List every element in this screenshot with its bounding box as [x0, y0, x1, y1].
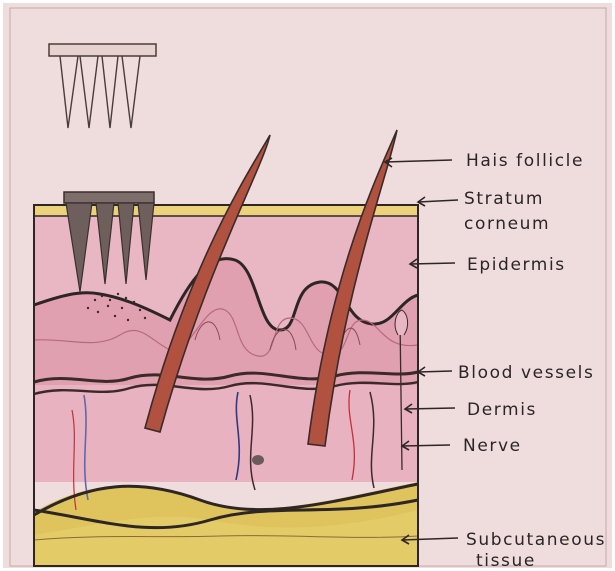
- dermis-layer: [34, 385, 418, 482]
- label-stratum-corneum-line2: corneum: [464, 214, 550, 234]
- label-hair-follicle: Hais follicle: [466, 151, 584, 171]
- label-subcutaneous-line1: Subcutaneous: [466, 530, 606, 550]
- label-blood-vessels: Blood vessels: [458, 363, 594, 383]
- label-epidermis: Epidermis: [467, 255, 566, 275]
- label-subcutaneous-line2: tissue: [476, 551, 536, 571]
- label-stratum-corneum-line1: Stratum: [464, 189, 544, 209]
- label-nerve: Nerve: [463, 436, 522, 456]
- label-dermis: Dermis: [467, 400, 537, 420]
